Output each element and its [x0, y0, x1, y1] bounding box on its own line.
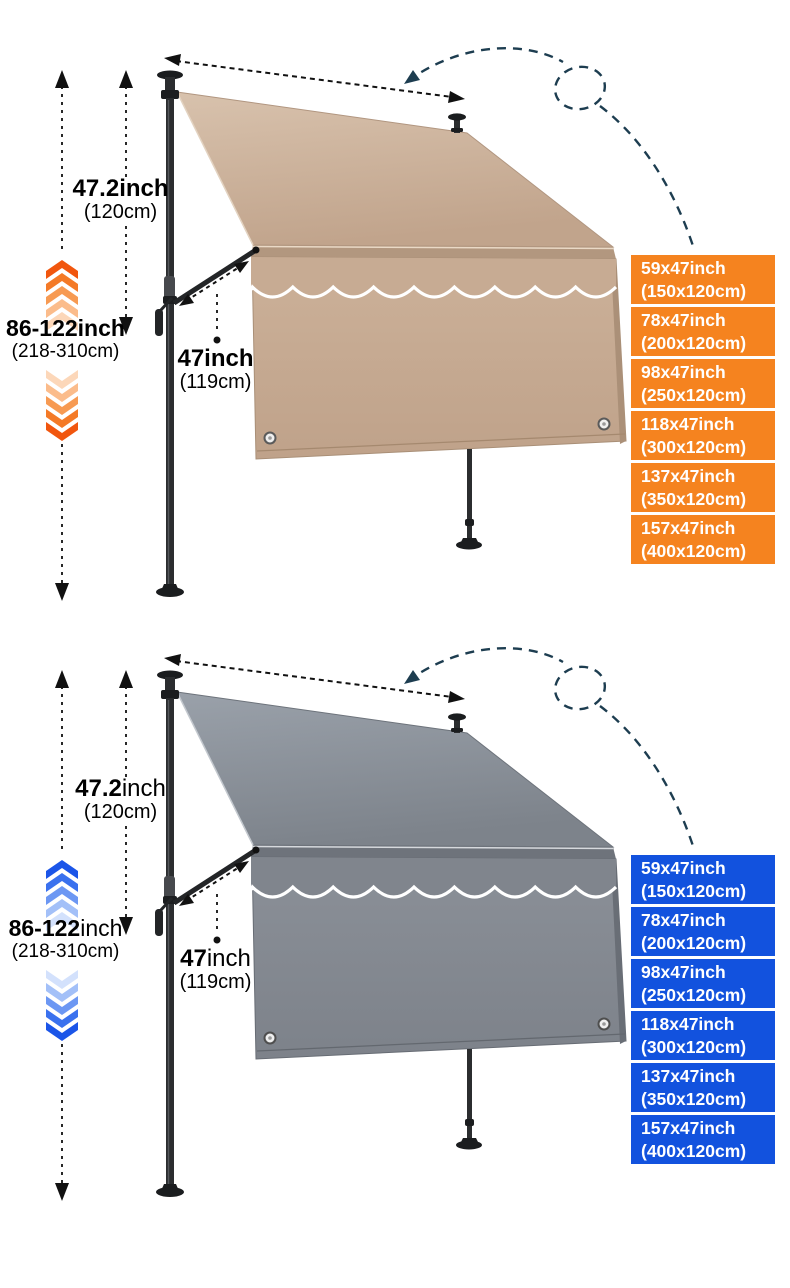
pole-height-range-arrow [55, 70, 69, 601]
grommet-icons [263, 417, 611, 445]
awning-diagram-gray: 47.2inch (120cm) 86-122inch (218-310cm) … [0, 600, 790, 1225]
front-support-pole [456, 449, 482, 550]
size-option: 78x47inch(200x120cm) [631, 307, 775, 356]
size-option: 59x47inch(150x120cm) [631, 255, 775, 304]
width-dimension-arrow [164, 654, 465, 703]
size-options-list: 59x47inch(150x120cm) 78x47inch(200x120cm… [631, 255, 775, 564]
awning-diagram-beige: 47.2inch (120cm) 86-122inch (218-310cm) … [0, 0, 790, 625]
chevron-down-stack-icon [46, 370, 78, 441]
awning-artwork-beige [46, 47, 695, 601]
valance-wave-trim [249, 884, 618, 899]
valance-wave-trim [249, 284, 618, 299]
support-arm [172, 846, 260, 906]
valance [249, 257, 618, 299]
grommet-icons [263, 1017, 611, 1045]
size-option: 98x47inch(250x120cm) [631, 359, 775, 408]
awning-canopy [176, 691, 615, 848]
size-option: 98x47inch(250x120cm) [631, 959, 775, 1008]
size-option: 137x47inch(350x120cm) [631, 463, 775, 512]
size-option: 137x47inch(350x120cm) [631, 1063, 775, 1112]
front-roller-bar [251, 245, 616, 259]
support-arm [172, 246, 260, 306]
front-roller-bar [251, 845, 616, 859]
projection-dimension-label: 47inch (119cm) [177, 345, 254, 393]
projection-arrow [179, 261, 249, 344]
pole-height-range-label: 86-122inch (218-310cm) [6, 315, 125, 363]
rear-post-icon [448, 113, 466, 133]
crank-handle-icon [155, 896, 174, 936]
front-height-dimension-label: 47.2inch (120cm) [75, 775, 166, 823]
front-panel [251, 856, 627, 1060]
size-option: 118x47inch(300x120cm) [631, 411, 775, 460]
width-dimension-arrow [164, 54, 465, 103]
awning-canopy [176, 91, 615, 248]
projection-arrow [179, 861, 249, 944]
crank-handle-icon [155, 296, 174, 336]
size-option: 157x47inch(400x120cm) [631, 515, 775, 564]
front-panel [251, 256, 627, 460]
rear-post-icon [448, 713, 466, 733]
valance [249, 857, 618, 899]
awning-artwork-gray [46, 647, 695, 1201]
callout-curve-arrow [404, 47, 695, 247]
chevron-up-stack-icon [46, 860, 78, 931]
size-option: 78x47inch(200x120cm) [631, 907, 775, 956]
telescopic-pole [156, 70, 184, 597]
size-options-list: 59x47inch(150x120cm) 78x47inch(200x120cm… [631, 855, 775, 1164]
size-option: 118x47inch(300x120cm) [631, 1011, 775, 1060]
pole-height-range-label: 86-122inch (218-310cm) [8, 915, 123, 963]
telescopic-pole [156, 670, 184, 1197]
front-height-arrow [119, 70, 133, 335]
pole-height-range-arrow [55, 670, 69, 1201]
chevron-up-stack-icon [46, 260, 78, 331]
chevron-down-stack-icon [46, 970, 78, 1041]
size-option: 157x47inch(400x120cm) [631, 1115, 775, 1164]
size-option: 59x47inch(150x120cm) [631, 855, 775, 904]
front-support-pole [456, 1049, 482, 1150]
front-height-dimension-label: 47.2inch (120cm) [72, 175, 169, 223]
projection-dimension-label: 47inch (119cm) [179, 945, 252, 993]
front-height-arrow [119, 670, 133, 935]
